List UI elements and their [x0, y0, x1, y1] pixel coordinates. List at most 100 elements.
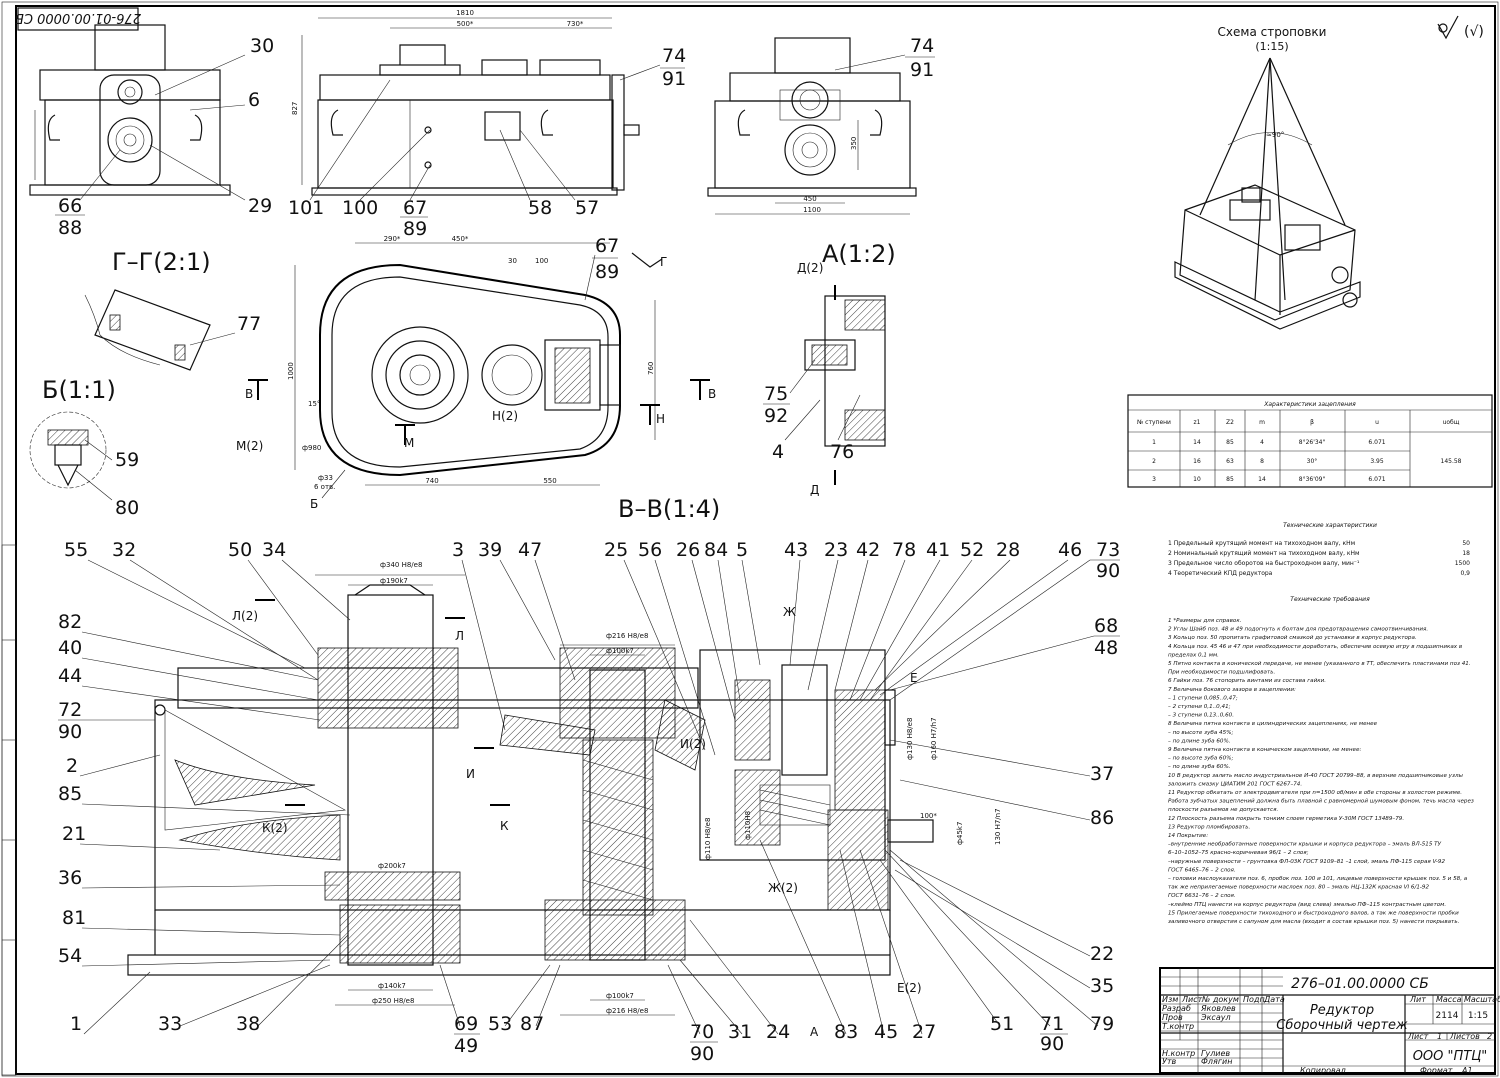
svg-text:69: 69 — [454, 1013, 478, 1035]
section-label-bb: Б(1:1) — [42, 376, 116, 404]
svg-text:22: 22 — [1090, 943, 1114, 965]
tech-requirements: Технические требования 1 *Размеры для сп… — [1168, 596, 1474, 925]
svg-text:Флягин: Флягин — [1201, 1057, 1232, 1066]
tech-requirement-line: так же неприлегаемые поверхности маслоек… — [1168, 885, 1429, 891]
svg-text:85: 85 — [58, 783, 82, 805]
svg-text:43: 43 — [784, 539, 808, 561]
svg-text:ф140k7: ф140k7 — [378, 982, 406, 990]
svg-text:В: В — [245, 387, 253, 401]
svg-text:56: 56 — [638, 539, 662, 561]
svg-text:85: 85 — [1226, 439, 1234, 446]
svg-text:34: 34 — [262, 539, 286, 561]
svg-text:Ж(2): Ж(2) — [768, 881, 798, 895]
tech-requirement-line: – по высоте зуба 60%; — [1168, 756, 1233, 762]
tech-requirement-line: –внутренние необработанные поверхности к… — [1168, 842, 1442, 848]
svg-text:ООО "ПТЦ": ООО "ПТЦ" — [1413, 1049, 1488, 1064]
svg-text:1: 1 — [1437, 1032, 1442, 1041]
svg-text:40: 40 — [58, 637, 82, 659]
svg-text:И(2): И(2) — [680, 737, 706, 751]
svg-text:Лист: Лист — [1407, 1032, 1429, 1041]
svg-text:760: 760 — [647, 362, 655, 375]
svg-text:45: 45 — [874, 1021, 898, 1043]
svg-text:ф100k7: ф100k7 — [606, 992, 634, 1000]
callouts-plan: 67 89 Г В В М(2) М Н(2) Н Б — [236, 235, 716, 511]
sling-title: Схема строповки — [1218, 25, 1327, 39]
tech-requirement-line: 5 Пятно контакта в конической передаче, … — [1168, 661, 1471, 667]
svg-text:33: 33 — [158, 1013, 182, 1035]
svg-text:39: 39 — [478, 539, 502, 561]
main-section-vv: ф340 H8/e8 ф190k7 ф216 H8/e8 ф100k7 ф200… — [127, 561, 1002, 1016]
svg-text:740: 740 — [425, 477, 438, 485]
svg-text:145.58: 145.58 — [1441, 458, 1462, 465]
svg-text:ф110 H8/e8: ф110 H8/e8 — [704, 818, 712, 860]
svg-text:58: 58 — [528, 197, 552, 219]
svg-text:73: 73 — [1096, 539, 1120, 561]
svg-text:Листов: Листов — [1449, 1032, 1480, 1041]
svg-text:Масса: Масса — [1436, 995, 1462, 1004]
callouts-bb: 59 80 — [74, 439, 139, 519]
svg-text:М: М — [404, 436, 414, 450]
svg-text:1: 1 — [1152, 439, 1156, 446]
svg-text:32: 32 — [112, 539, 136, 561]
svg-text:30°: 30° — [1307, 458, 1318, 465]
svg-text:4: 4 — [772, 441, 784, 463]
svg-text:100: 100 — [535, 257, 548, 265]
tech-requirement-line: – 2 ступени 0,1..0,41; — [1168, 704, 1231, 710]
svg-text:24: 24 — [766, 1021, 790, 1043]
svg-text:10: 10 — [1193, 476, 1201, 483]
svg-text:Изм: Изм — [1162, 995, 1178, 1004]
svg-text:1810: 1810 — [456, 9, 474, 17]
svg-text:Лит: Лит — [1409, 995, 1426, 1004]
svg-text:77: 77 — [237, 313, 261, 335]
svg-text:550: 550 — [543, 477, 556, 485]
view-top-right: 450 1100 350 — [707, 37, 917, 215]
callouts-top-middle: 74 91 101 100 67 89 58 57 — [288, 45, 686, 240]
tech-requirement-line: – 1 ступени 0,085..0,47; — [1168, 695, 1238, 701]
svg-text:ф340 H8/e8: ф340 H8/e8 — [380, 561, 422, 569]
svg-text:450*: 450* — [452, 235, 469, 243]
svg-text:37: 37 — [1090, 763, 1114, 785]
svg-text:90: 90 — [58, 721, 82, 743]
svg-text:Л: Л — [455, 629, 464, 643]
tech-requirement-line: ГОСТ 6465–76 – 2 слоя. — [1168, 867, 1236, 873]
svg-text:26: 26 — [676, 539, 700, 561]
svg-text:90: 90 — [690, 1043, 714, 1065]
svg-text:89: 89 — [595, 261, 619, 283]
svg-text:91: 91 — [910, 59, 934, 81]
tech-requirement-line: 4 Кольца поз. 45 46 и 47 при необходимос… — [1168, 644, 1462, 650]
svg-text:63: 63 — [1226, 458, 1234, 465]
svg-text:1: 1 — [70, 1013, 82, 1035]
rotated-doc-code: 276-01.00.0000 СБ — [15, 10, 141, 25]
svg-text:ф33: ф33 — [318, 474, 333, 482]
svg-text:β: β — [1310, 419, 1314, 426]
gear-mesh-table: Характеристики зацепления № ступени z1 Z… — [1127, 394, 1493, 488]
svg-text:Z2: Z2 — [1226, 419, 1234, 426]
callouts-section-top: 55 32 50 34 3 39 47 25 56 26 84 5 43 23 … — [64, 539, 1120, 756]
svg-text:91: 91 — [662, 68, 686, 90]
tech-requirement-line: –наружные поверхности – грунтовка ФЛ-03К… — [1168, 859, 1445, 865]
tech-characteristics: Технические характеристики 1 Предельный … — [1168, 522, 1470, 577]
svg-text:3.95: 3.95 — [1370, 458, 1384, 465]
svg-text:68: 68 — [1094, 615, 1118, 637]
tech-requirement-line: – по длине зуба 60%. — [1168, 738, 1231, 744]
tech-requirement-line: пределах 0,1 мм. — [1168, 652, 1219, 658]
svg-text:Б: Б — [310, 497, 318, 511]
tech-requirement-line: ГОСТ 6631–76 – 2 слоя. — [1168, 893, 1236, 899]
svg-text:Н(2): Н(2) — [492, 409, 518, 423]
svg-text:ф200k7: ф200k7 — [378, 862, 406, 870]
svg-text:3 Предельное число оборотов н: 3 Предельное число оборотов на быстроход… — [1168, 560, 1360, 567]
svg-text:100*: 100* — [920, 812, 937, 820]
svg-text:Л(2): Л(2) — [232, 609, 258, 623]
svg-text:В: В — [708, 387, 716, 401]
svg-text:78: 78 — [892, 539, 916, 561]
tech-requirement-line: 6 Гайки поз. 76 стопорить винтами из сос… — [1168, 678, 1326, 684]
tech-requirement-line: 8 Величина пятна контакта в цилиндрическ… — [1168, 721, 1378, 727]
section-label-gg: Г–Г(2:1) — [112, 248, 211, 276]
svg-text:Е(2): Е(2) — [897, 981, 922, 995]
svg-text:К: К — [500, 819, 509, 833]
svg-text:3: 3 — [1152, 476, 1156, 483]
svg-text:2: 2 — [1487, 1032, 1492, 1041]
svg-text:101: 101 — [288, 197, 324, 219]
